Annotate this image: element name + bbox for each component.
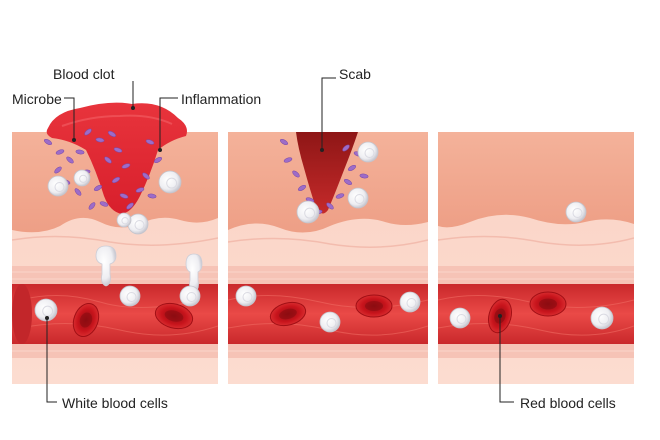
microbe-icon — [359, 173, 369, 179]
microbe-icon — [292, 170, 300, 178]
panel-healed-stage — [438, 132, 634, 384]
white-blood-cell — [116, 212, 132, 228]
microbe-icon — [343, 179, 353, 185]
microbe-icon — [279, 139, 289, 145]
microbe-icon — [342, 144, 350, 152]
blood-clot — [46, 102, 187, 214]
red-blood-cell — [154, 302, 194, 330]
panel-separator — [428, 128, 438, 388]
leader-red-blood-cells — [499, 316, 514, 403]
panel-separator — [218, 128, 228, 388]
white-blood-cell — [73, 169, 91, 187]
microbe-icon — [145, 139, 155, 145]
leader-inflammation — [159, 97, 178, 150]
scab — [296, 132, 358, 214]
white-blood-cell — [565, 201, 587, 223]
white-blood-cell — [158, 170, 182, 194]
microbe-icon — [104, 156, 112, 164]
microbe-icon — [283, 157, 293, 163]
microbe-icon — [119, 193, 129, 199]
microbe-icon — [88, 202, 96, 210]
microbe-icon — [135, 187, 145, 193]
leader-white-blood-cells — [46, 318, 57, 403]
microbe-icon — [326, 202, 334, 210]
white-blood-cell — [319, 311, 341, 333]
red-blood-cell — [72, 303, 100, 337]
leader-scab — [321, 77, 336, 150]
microbe-icon — [93, 185, 103, 191]
white-blood-cell — [119, 285, 141, 307]
microbe-icon — [55, 149, 65, 155]
white-blood-cell — [296, 200, 320, 224]
microbe-icon — [111, 177, 121, 183]
microbe-icon — [335, 193, 345, 199]
label-scab: Scab — [339, 66, 371, 82]
microbe-icon — [347, 165, 357, 171]
microbe-icon — [121, 163, 131, 169]
white-blood-cell — [34, 298, 58, 322]
microbe-icon — [54, 166, 62, 174]
label-red-blood-cells: Red blood cells — [520, 395, 616, 411]
white-cell-migrating — [95, 245, 117, 287]
red-blood-cell — [355, 294, 393, 318]
microbe-icon — [99, 201, 109, 207]
microbe-icon — [126, 202, 134, 210]
white-blood-cell — [449, 307, 471, 329]
leader-lines — [45, 77, 514, 403]
white-cells-layer — [34, 141, 614, 333]
white-blood-cell — [347, 187, 369, 209]
microbe-icon — [84, 128, 92, 136]
microbe-icon — [147, 193, 157, 199]
microbe-icon — [153, 157, 163, 163]
microbe-icon — [95, 137, 105, 143]
microbe-icon — [75, 149, 85, 155]
microbe-icon — [113, 147, 123, 153]
white-blood-cell — [399, 291, 421, 313]
leader-microbe — [64, 97, 75, 140]
label-blood-clot: Blood clot — [53, 66, 115, 82]
microbe-icon — [43, 139, 53, 145]
label-inflammation: Inflammation — [181, 91, 262, 107]
microbe-icon — [297, 185, 307, 191]
red-blood-cell — [269, 301, 307, 327]
red-blood-cell — [529, 291, 567, 317]
label-microbe: Microbe — [12, 91, 62, 107]
skin-line — [12, 235, 218, 246]
microbe-icon — [66, 156, 74, 164]
white-blood-cell — [127, 213, 149, 235]
microbe-icon — [142, 172, 150, 180]
white-blood-cell — [179, 285, 201, 307]
epidermis-layer — [438, 132, 634, 228]
microbe-icon — [107, 131, 117, 137]
vessel-opening — [12, 284, 32, 344]
white-blood-cell — [47, 175, 69, 197]
white-cell-migrating — [185, 253, 203, 293]
microbe-icon — [74, 188, 82, 196]
white-blood-cell — [235, 285, 257, 307]
label-white-blood-cells: White blood cells — [62, 395, 168, 411]
white-blood-cell — [357, 141, 379, 163]
white-blood-cell — [590, 306, 614, 330]
